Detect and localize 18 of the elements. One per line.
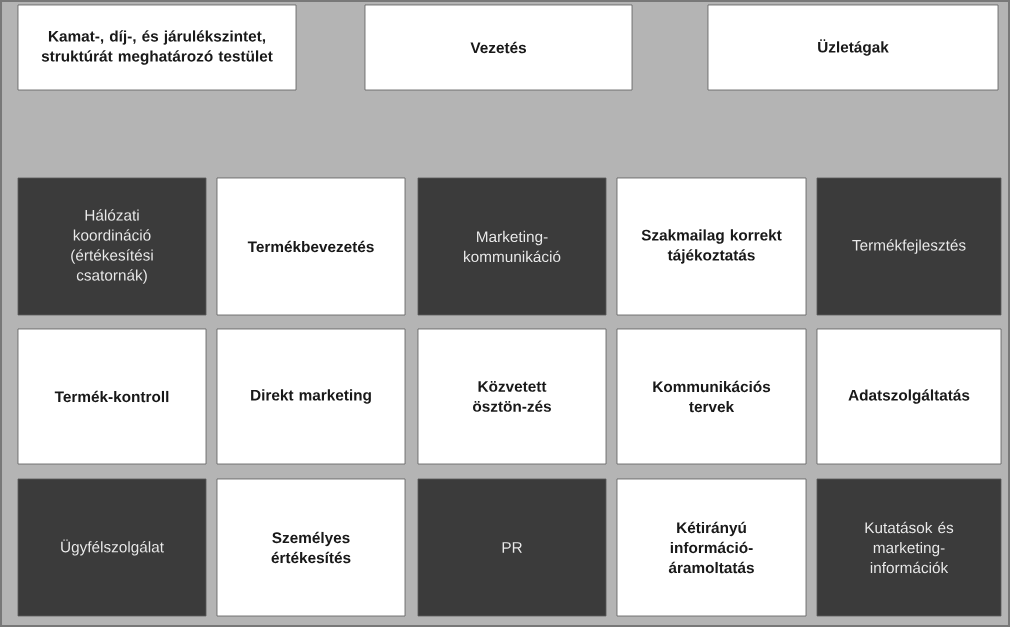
dark-box: PR	[417, 478, 607, 617]
text-box: Direkt marketing	[216, 328, 406, 465]
text-box: Kamat-, díj-, és járulékszintet, struktúrát meghatározó testület	[17, 4, 297, 91]
text-box: Vezetés	[364, 4, 633, 91]
text-box: Személyes értékesítés	[216, 478, 406, 617]
text-box: Közvetett ösztön-zés	[417, 328, 607, 465]
dark-box: Hálózati koordináció (értékesítési csatornák)	[17, 177, 207, 316]
dark-box: Termékfejlesztés	[816, 177, 1002, 316]
text-box: Üzletágak	[707, 4, 999, 91]
dark-box: Ügyfélszolgálat	[17, 478, 207, 617]
text-box: Kommunikációs tervek	[616, 328, 807, 465]
text-box: Adatszolgáltatás	[816, 328, 1002, 465]
dark-box: Kutatások és marketing-információk	[816, 478, 1002, 617]
text-box: Szakmailag korrekt tájékoztatás	[616, 177, 807, 316]
text-box: Kétirányú információ-áramoltatás	[616, 478, 807, 617]
dark-box: Marketing-kommunikáció	[417, 177, 607, 316]
text-box: Termék-kontroll	[17, 328, 207, 465]
text-box: Termékbevezetés	[216, 177, 406, 316]
